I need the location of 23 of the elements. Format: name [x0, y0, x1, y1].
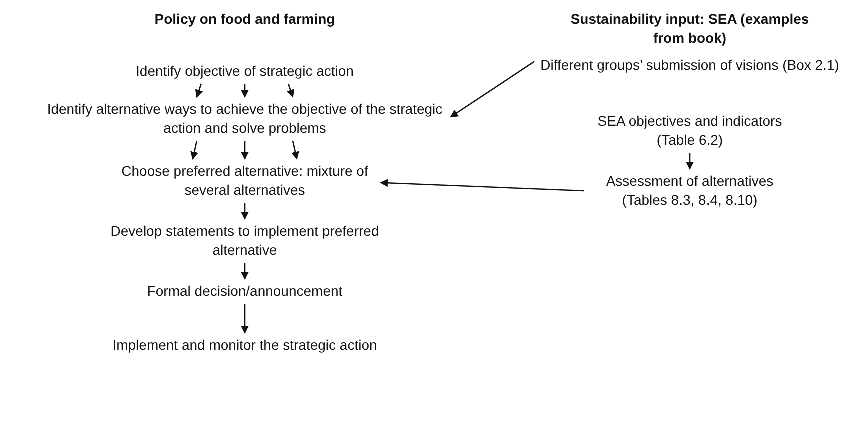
- arrow: [286, 84, 295, 98]
- arrow: [241, 304, 249, 334]
- arrow: [195, 84, 204, 98]
- arrow: [241, 263, 249, 280]
- arrow: [380, 179, 584, 192]
- step-text: Assessment of alternatives (Tables 8.3, 8.4, 8.10): [590, 172, 790, 210]
- step-text: SEA objectives and indicators (Table 6.2): [590, 112, 790, 150]
- step-text: Choose preferred alternative: mixture of several alternatives: [115, 162, 375, 200]
- step-text: Identify alternative ways to achieve the objective of the strategic action and solve problems: [45, 100, 445, 138]
- arrow: [292, 140, 300, 160]
- step-text: Different groups’ submission of visions (Box 2.1): [540, 56, 840, 75]
- step-text: Develop statements to implement preferred alternative: [105, 222, 385, 260]
- column-heading: Policy on food and farming: [154, 10, 336, 29]
- arrow: [686, 153, 694, 170]
- column-heading: Sustainability input: SEA (examples from book): [570, 10, 810, 48]
- arrow: [241, 84, 249, 98]
- step-text: Formal decision/announcement: [147, 282, 343, 301]
- arrow: [241, 141, 249, 160]
- step-text: Identify objective of strategic action: [136, 62, 354, 81]
- step-text: Implement and monitor the strategic action: [112, 336, 378, 355]
- arrow: [190, 140, 198, 160]
- arrow: [450, 61, 535, 118]
- arrow: [241, 203, 249, 220]
